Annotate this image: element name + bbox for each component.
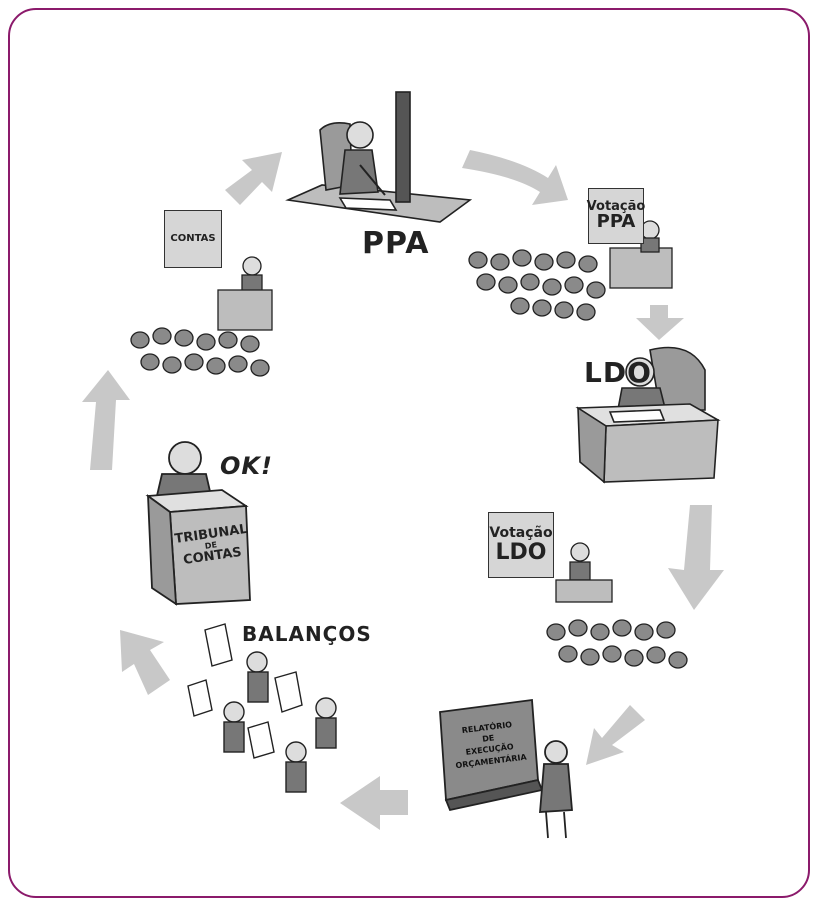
votacao-ppa-line2: PPA [596, 211, 636, 233]
arrow-ldo-to-votacao-ldo [668, 505, 724, 610]
arrow-contas-to-ppa [225, 152, 282, 205]
ldo-label: LDO [584, 356, 652, 389]
arrow-balancos-to-tribunal [120, 630, 170, 695]
balancos-scene [187, 623, 337, 793]
votacao-ppa-sign: Votação PPA [586, 188, 646, 244]
diagram-frame [8, 8, 810, 898]
votacao-ppa-scene [468, 220, 673, 321]
ppa-label: PPA [362, 226, 430, 261]
arrow-relatorio-to-balancos [340, 776, 408, 830]
votacao-ldo-sign: Votação LDO [488, 512, 554, 578]
votacao-ppa-line1: Votação [586, 198, 646, 214]
ppa-scene [285, 91, 473, 223]
votacao-ldo-line1: Votação [489, 525, 553, 542]
tribunal-scene [145, 441, 251, 606]
relatorio-book [439, 698, 573, 839]
contas-scene [130, 256, 273, 377]
votacao-ldo-scene [546, 542, 688, 669]
arrow-ppa-to-votacao [462, 150, 568, 205]
arrow-to-relatorio [586, 705, 645, 765]
arrow-tribunal-to-contas [82, 370, 130, 470]
ok-label: OK! [220, 452, 273, 480]
balancos-label: BALANÇOS [242, 622, 372, 646]
contas-sign: CONTAS [164, 210, 222, 268]
votacao-ldo-line2: LDO [495, 539, 547, 565]
arrow-votacao-to-ldo [636, 305, 684, 340]
contas-label: CONTAS [170, 232, 216, 244]
ldo-scene [575, 346, 721, 484]
